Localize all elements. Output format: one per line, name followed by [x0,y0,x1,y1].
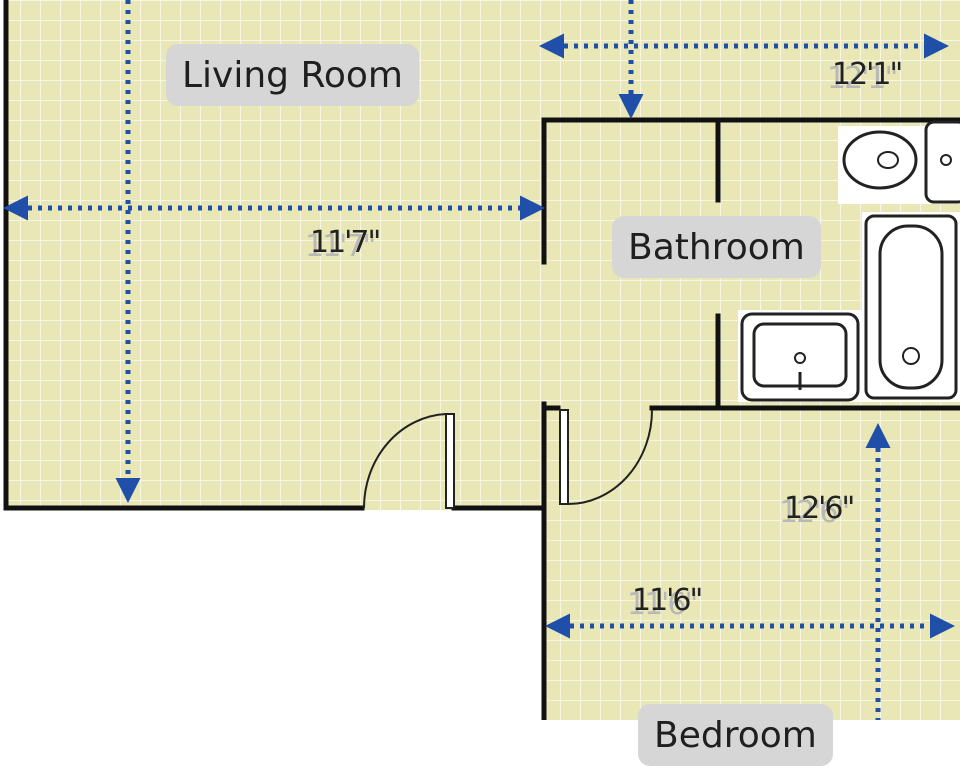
walls [3,0,960,720]
bedroom-door [559,409,653,505]
bathtub-icon [862,212,960,402]
living-width-dimension: 11'7" [310,225,381,260]
sink-icon [738,310,862,402]
bedroom-floor [544,404,960,720]
bathroom-label: Bathroom [612,216,821,278]
bedroom-width-dimension: 11'6" [632,583,703,618]
living-room-label: Living Room [166,44,419,106]
toilet-icon [838,120,960,204]
dimension-arrows [3,0,955,720]
bedroom-height-dimension: 12'6" [784,491,855,526]
living-room-door [362,413,455,509]
floor-plan [3,0,960,720]
hall-width-dimension: 12'1" [832,57,903,92]
bedroom-label: Bedroom [638,704,833,766]
